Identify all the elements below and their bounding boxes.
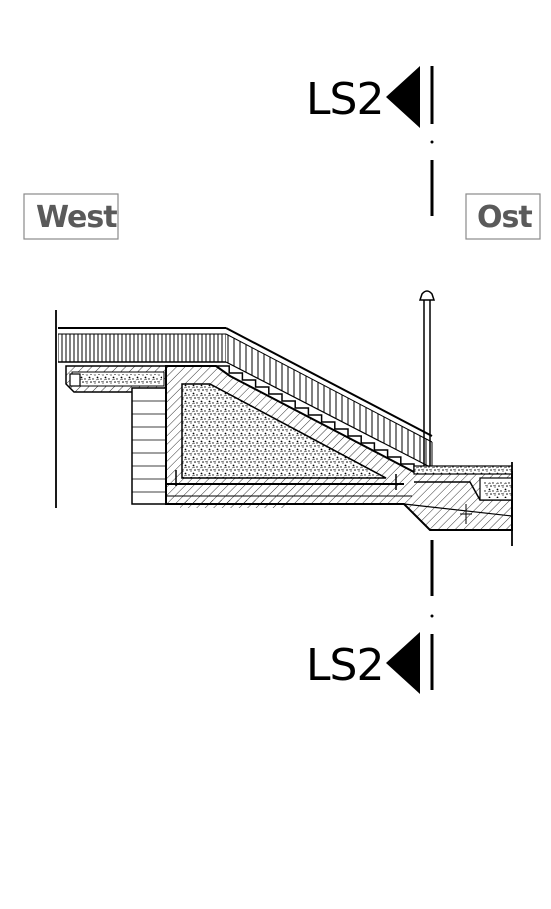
section-label-top: LS2 bbox=[306, 74, 383, 125]
stair-cross-section bbox=[55, 290, 513, 546]
stair-railing-bars bbox=[227, 335, 433, 468]
landing-railing bbox=[58, 327, 226, 363]
fill-core bbox=[181, 383, 387, 479]
east-ground-layers bbox=[413, 462, 513, 546]
section-mark-top: LS2 bbox=[306, 66, 434, 216]
east-label-box bbox=[465, 193, 541, 240]
west-label-text: West bbox=[36, 200, 117, 235]
section-arrow-bottom-icon bbox=[386, 632, 420, 694]
section-arrow-top-icon bbox=[386, 66, 420, 128]
stair-railing bbox=[225, 327, 433, 469]
direction-label-west: West bbox=[23, 193, 119, 240]
east-label-text: Ost bbox=[477, 200, 532, 235]
stair-steps bbox=[216, 365, 415, 471]
stair-step-profile bbox=[216, 365, 415, 471]
brick-wall bbox=[131, 387, 167, 505]
section-mark-bottom: LS2 bbox=[306, 540, 434, 694]
lamp-post bbox=[418, 290, 436, 466]
section-label-bottom: LS2 bbox=[306, 640, 383, 691]
direction-label-east: Ost bbox=[465, 193, 541, 240]
west-label-box bbox=[23, 193, 119, 240]
landing-slab bbox=[65, 365, 167, 393]
